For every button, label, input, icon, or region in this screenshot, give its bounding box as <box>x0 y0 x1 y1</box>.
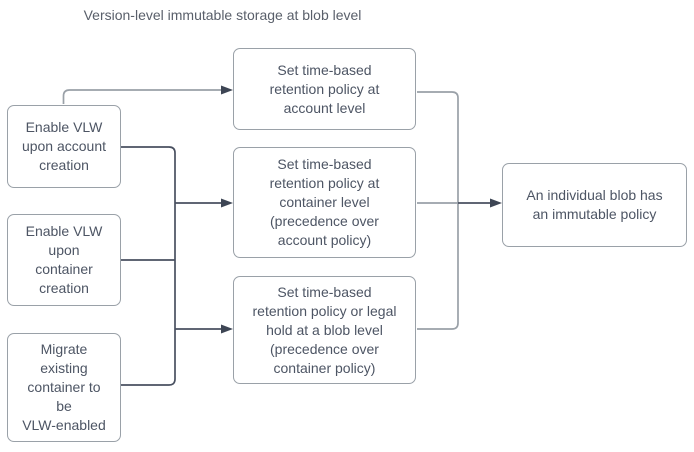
connector-left-trunk <box>121 146 176 386</box>
diagram-title: Version-level immutable storage at blob … <box>83 7 362 23</box>
arrowhead-accountpolicy <box>221 85 233 95</box>
arrowhead-blobpolicy <box>221 324 233 334</box>
node-migrate-existing-container: Migrate existing container to be VLW-ena… <box>7 333 121 442</box>
arrowhead-result <box>490 198 502 208</box>
node-enable-vlw-account: Enable VLW upon account creation <box>7 105 121 188</box>
node-retention-account-level: Set time-based retention policy at accou… <box>233 48 416 130</box>
connector-account-to-accountpolicy <box>62 89 222 104</box>
node-retention-container-level: Set time-based retention policy at conta… <box>233 147 416 258</box>
node-retention-blob-level: Set time-based retention policy or legal… <box>233 276 416 384</box>
node-enable-vlw-container: Enable VLW upon container creation <box>7 214 121 306</box>
connector-right-trunk <box>417 91 459 330</box>
node-individual-blob-immutable: An individual blob has an immutable poli… <box>502 163 687 247</box>
arrowhead-containerpolicy <box>221 198 233 208</box>
